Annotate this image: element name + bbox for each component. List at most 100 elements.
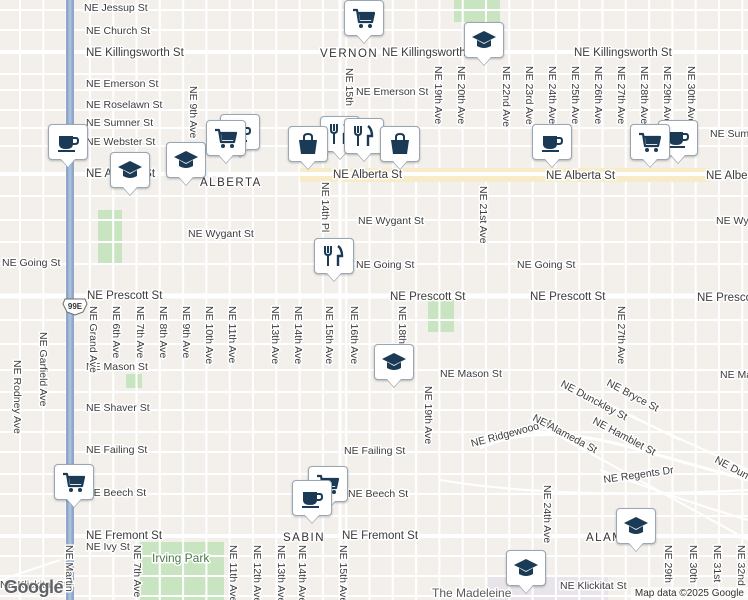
- shopping-cart-icon: [639, 132, 662, 152]
- svg-text:NE Wygant St: NE Wygant St: [358, 215, 424, 227]
- neighborhood-label: VERNON: [320, 48, 378, 60]
- svg-text:NE Roselawn St: NE Roselawn St: [86, 99, 163, 111]
- school-icon: [624, 517, 648, 534]
- marker-cafe[interactable]: [292, 480, 332, 524]
- svg-text:NE 11th Ave: NE 11th Ave: [227, 545, 239, 600]
- shopping-bag-icon: [299, 132, 317, 154]
- svg-text:NE 20th Ave: NE 20th Ave: [455, 66, 467, 124]
- shopping-cart-icon: [63, 472, 86, 492]
- marker-grocery[interactable]: [344, 0, 384, 44]
- svg-text:NE Grand Ave: NE Grand Ave: [87, 306, 99, 373]
- svg-text:NE 23rd Ave: NE 23rd Ave: [523, 66, 535, 125]
- svg-text:NE Emerson St: NE Emerson St: [356, 86, 428, 98]
- marker-school[interactable]: [506, 550, 546, 594]
- school-icon: [472, 31, 496, 48]
- svg-text:NE Wygant St: NE Wygant St: [188, 228, 254, 240]
- marker-school[interactable]: [110, 152, 150, 196]
- marker-grocery[interactable]: [54, 464, 94, 508]
- svg-text:NE Alberta St: NE Alberta St: [546, 170, 616, 182]
- shopping-cart-icon: [215, 128, 238, 148]
- school-icon: [382, 353, 406, 370]
- svg-text:NE Klickitat St: NE Klickitat St: [560, 580, 627, 592]
- svg-text:NE 7th Ave: NE 7th Ave: [134, 306, 146, 359]
- svg-text:NE 18th: NE 18th: [396, 306, 408, 344]
- svg-text:NE 12th Ave: NE 12th Ave: [251, 545, 263, 600]
- svg-text:NE Martin: NE Martin: [63, 545, 75, 592]
- marker-grocery[interactable]: [206, 120, 246, 164]
- map-attribution[interactable]: Map data ©2025 Google: [630, 587, 748, 600]
- svg-text:NE Killingsworth St: NE Killingsworth St: [86, 47, 185, 59]
- neighborhood-label: ALAM: [586, 532, 623, 544]
- cafe-icon: [668, 132, 690, 148]
- neighborhood-label: ALBERTA: [200, 177, 262, 189]
- svg-text:NE 14th Pl: NE 14th Pl: [319, 182, 331, 232]
- svg-text:NE Sumner St: NE Sumner St: [710, 128, 748, 140]
- marker-cafe[interactable]: [48, 124, 88, 168]
- svg-text:NE 16th Ave: NE 16th Ave: [348, 306, 360, 364]
- cafe-icon: [542, 136, 564, 152]
- svg-text:NE Emerson St: NE Emerson St: [86, 78, 158, 90]
- shopping-bag-icon: [391, 132, 409, 154]
- svg-text:NE Garfield Ave: NE Garfield Ave: [37, 332, 49, 407]
- marker-school[interactable]: [166, 142, 206, 186]
- park-label: Irving Park: [152, 551, 210, 565]
- svg-text:NE Webster St: NE Webster St: [86, 136, 155, 148]
- svg-text:NE Mason St: NE Mason St: [440, 368, 502, 380]
- svg-text:NE 8th Ave: NE 8th Ave: [157, 306, 169, 359]
- svg-text:NE Going St: NE Going St: [356, 259, 414, 271]
- svg-text:NE Failing St: NE Failing St: [344, 445, 405, 457]
- svg-text:NE 30th Ave: NE 30th Ave: [685, 66, 697, 124]
- svg-text:NE Sumner St: NE Sumner St: [86, 117, 153, 129]
- marker-school[interactable]: [616, 508, 656, 552]
- marker-grocery[interactable]: [630, 124, 670, 168]
- restaurant-icon: [354, 125, 374, 146]
- restaurant-icon: [324, 245, 344, 266]
- marker-shopping[interactable]: [288, 126, 328, 170]
- svg-text:NE 21st Ave: NE 21st Ave: [477, 186, 489, 244]
- marker-restaurant[interactable]: [314, 238, 354, 282]
- svg-text:NE 14th Ave: NE 14th Ave: [296, 545, 308, 600]
- svg-text:NE 24th Ave: NE 24th Ave: [541, 485, 553, 543]
- svg-text:NE Shaver St: NE Shaver St: [86, 402, 150, 414]
- svg-text:NE 15th: NE 15th: [343, 68, 355, 106]
- svg-text:NE Failing St: NE Failing St: [86, 444, 147, 456]
- svg-text:NE 32nd: NE 32nd: [735, 545, 747, 586]
- svg-text:NE 26th Ave: NE 26th Ave: [592, 66, 604, 124]
- marker-school[interactable]: [464, 22, 504, 66]
- svg-text:NE 27th Ave: NE 27th Ave: [615, 306, 627, 364]
- marker-restaurant[interactable]: [344, 118, 384, 162]
- marker-school[interactable]: [374, 344, 414, 388]
- marker-cafe[interactable]: [532, 124, 572, 168]
- svg-text:NE 27th Ave: NE 27th Ave: [615, 66, 627, 124]
- svg-text:NE 19th Ave: NE 19th Ave: [432, 66, 444, 124]
- svg-text:NE Rodney Ave: NE Rodney Ave: [11, 360, 23, 434]
- svg-text:NE 30th: NE 30th: [687, 545, 699, 583]
- svg-text:NE Fremont St: NE Fremont St: [86, 530, 163, 542]
- svg-text:NE Beech St: NE Beech St: [348, 488, 408, 500]
- park-area: [428, 300, 454, 332]
- park-area: [126, 374, 142, 388]
- ns-street-labels: NE 9th Ave NE 14th Pl NE 15th NE 19th Av…: [10, 65, 748, 600]
- place-label: The Madeleine: [432, 586, 512, 600]
- svg-text:NE 15th Ave: NE 15th Ave: [337, 545, 349, 600]
- svg-text:NE Klickitat St: NE Klickitat St: [0, 579, 67, 591]
- school-icon: [514, 559, 538, 576]
- svg-text:NE 9th Ave: NE 9th Ave: [187, 86, 199, 139]
- cafe-icon: [302, 492, 324, 508]
- marker-shopping[interactable]: [380, 126, 420, 170]
- svg-text:NE Fremont St: NE Fremont St: [342, 530, 419, 542]
- svg-text:NE Killingsworth St: NE Killingsworth St: [574, 47, 673, 59]
- svg-text:NE 19th Ave: NE 19th Ave: [422, 386, 434, 444]
- shield-label: 99E: [68, 302, 83, 311]
- neighborhood-label: SABIN: [283, 532, 325, 544]
- google-logo: Google: [4, 577, 64, 597]
- svg-text:NE 13th Ave: NE 13th Ave: [275, 545, 287, 600]
- svg-text:NE 28th Ave: NE 28th Ave: [638, 66, 650, 124]
- svg-text:NE 10th Ave: NE 10th Ave: [203, 306, 215, 364]
- school-icon: [174, 151, 198, 168]
- svg-text:NE Going St: NE Going St: [517, 259, 575, 271]
- svg-text:NE Prescott St: NE Prescott St: [87, 290, 163, 302]
- svg-text:NE Jessup St: NE Jessup St: [84, 2, 148, 14]
- svg-text:NE 25th Ave: NE 25th Ave: [569, 66, 581, 124]
